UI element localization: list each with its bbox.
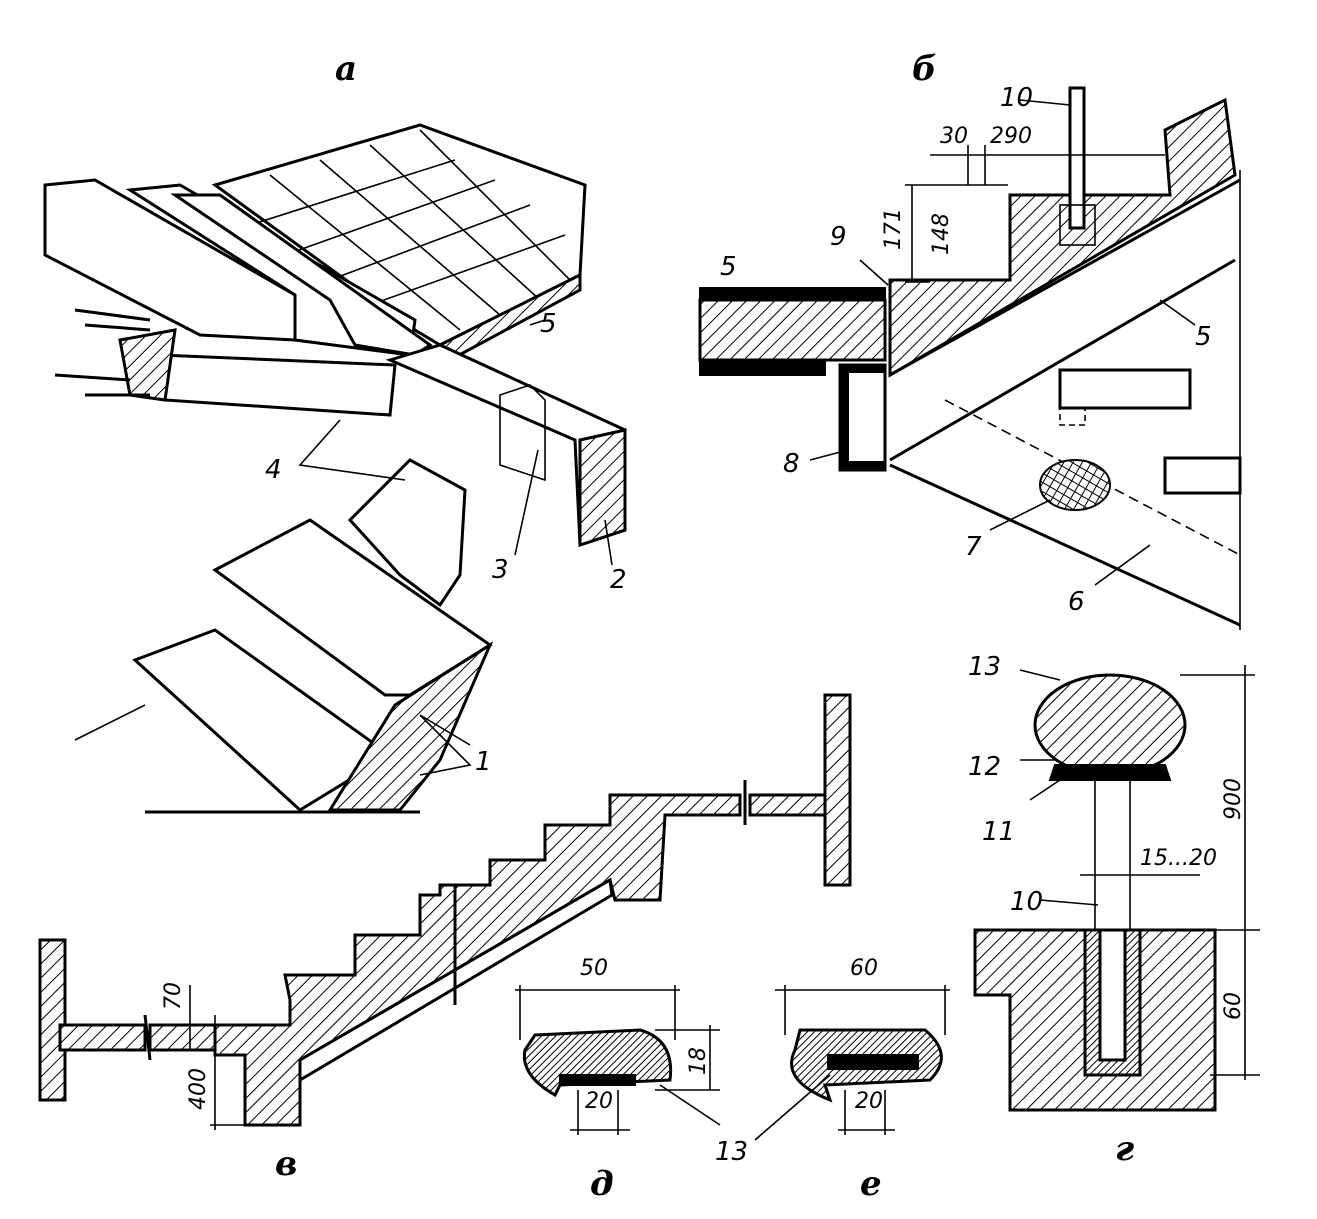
callout-10-g: 10 xyxy=(1010,887,1043,917)
panel-e-dims xyxy=(754,985,950,1141)
panel-label-b: б xyxy=(912,49,937,89)
dim-171: 171 xyxy=(881,208,906,250)
callout-4: 4 xyxy=(265,455,282,485)
stringer-notch-3 xyxy=(499,384,546,482)
stringer-beam-section xyxy=(578,428,627,548)
panel-v: в 70 400 xyxy=(38,693,852,1184)
floor-slab-5 xyxy=(698,298,887,362)
beam-end-section xyxy=(118,328,177,402)
callout-6: 6 xyxy=(1068,587,1085,617)
callout-8: 8 xyxy=(783,449,800,479)
panel-a: а 4 3 2 5 1 xyxy=(43,49,627,814)
panel-d: 50 18 20 д 13 xyxy=(515,956,748,1204)
left-landing-slab xyxy=(58,1023,147,1052)
panel-g-dims xyxy=(1019,665,1260,1080)
dim-60-g: 60 xyxy=(1221,992,1246,1020)
callout-1: 1 xyxy=(475,747,492,777)
panel-label-d: д xyxy=(590,1164,614,1204)
dim-50: 50 xyxy=(580,956,608,981)
post-pocket xyxy=(1059,204,1096,246)
panel-v-dims xyxy=(189,985,250,1130)
dim-900: 900 xyxy=(1221,778,1246,820)
wooden-handrail-12 xyxy=(1033,673,1187,777)
break-marks xyxy=(143,780,747,1061)
baluster-e xyxy=(838,1090,895,1135)
baluster-10 xyxy=(1094,780,1131,930)
handrail-plate-d xyxy=(559,1074,636,1086)
mesh-insert-7 xyxy=(1039,459,1111,511)
panel-label-a: а xyxy=(335,49,357,89)
callout-3: 3 xyxy=(492,555,509,585)
panel-a-leaders xyxy=(298,319,613,776)
panel-label-g: г xyxy=(1115,1129,1134,1169)
landing-tile-grid xyxy=(249,129,576,331)
dim-20-d: 20 xyxy=(585,1089,613,1114)
stair-flight-section xyxy=(888,97,1237,378)
callout-9: 9 xyxy=(830,222,847,252)
upper-landing-slab xyxy=(748,793,837,817)
channel-beam-flange xyxy=(839,364,886,471)
callout-7: 7 xyxy=(965,532,982,562)
dim-30: 30 xyxy=(940,124,968,149)
callout-11: 11 xyxy=(982,817,1015,847)
callout-13-de: 13 xyxy=(715,1137,748,1167)
dim-70: 70 xyxy=(161,982,186,1010)
dim-400: 400 xyxy=(186,1068,211,1110)
baluster-d xyxy=(570,1090,630,1135)
lower-support xyxy=(1163,456,1242,495)
right-wall xyxy=(823,693,852,887)
anchor-bars xyxy=(54,308,151,397)
left-landing-slab-2 xyxy=(148,1023,217,1052)
stringer-support xyxy=(1058,368,1192,410)
callout-12: 12 xyxy=(968,752,1001,782)
dim-18: 18 xyxy=(686,1047,711,1075)
stair-flight-profile xyxy=(213,793,742,1127)
panel-d-dims xyxy=(515,985,721,1126)
callout-5-b-right: 5 xyxy=(1195,322,1212,352)
support-beam-4 xyxy=(158,353,397,417)
callout-5-b-left: 5 xyxy=(720,252,737,282)
callout-13-g: 13 xyxy=(968,652,1001,682)
panel-b: б 10 30 290 171 148 5 9 5 8 7 6 xyxy=(698,49,1242,630)
dim-60-e: 60 xyxy=(850,956,878,981)
dim-148: 148 xyxy=(929,213,954,255)
left-wall xyxy=(38,938,67,1102)
panel-b-dims xyxy=(905,145,1241,630)
panel-label-v: в xyxy=(275,1144,297,1184)
dim-20-e: 20 xyxy=(855,1089,883,1114)
lower-flight-section-1 xyxy=(327,641,494,812)
railing-post-10 xyxy=(1068,86,1086,230)
panel-b-leaders xyxy=(809,99,1196,586)
callout-5-a: 5 xyxy=(540,309,557,339)
panel-label-e: е xyxy=(860,1164,882,1204)
callout-2: 2 xyxy=(610,565,627,595)
callout-10-b: 10 xyxy=(1000,83,1033,113)
floor-finish-layer xyxy=(699,287,886,301)
baluster-in-pocket xyxy=(1098,928,1127,1062)
panel-g: 13 12 11 10 15...20 900 60 г xyxy=(968,652,1260,1169)
handrail-plate-e xyxy=(827,1054,919,1070)
handrail-strip-11 xyxy=(1048,764,1172,781)
dim-15-20: 15...20 xyxy=(1140,846,1217,871)
floor-slab-underside xyxy=(699,359,826,376)
lower-stringer-4 xyxy=(347,458,467,608)
dim-290: 290 xyxy=(990,124,1032,149)
panel-e: 60 20 е xyxy=(754,956,950,1204)
